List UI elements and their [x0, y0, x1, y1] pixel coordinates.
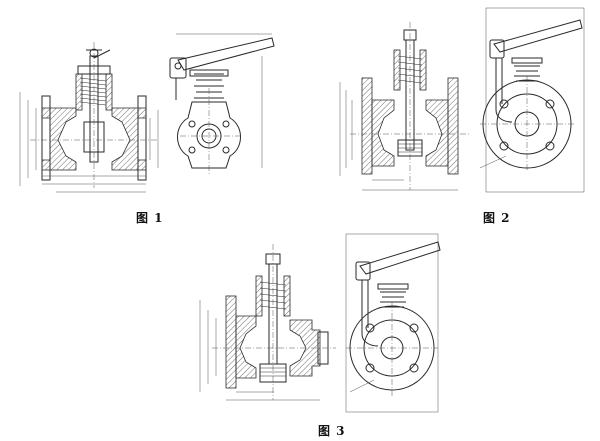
fig2-section-view	[339, 22, 470, 191]
fig2-side-view	[479, 7, 585, 193]
fig1-section-view	[19, 42, 159, 193]
figure-3-caption: 图 3	[318, 424, 346, 438]
figure-2-caption: 图 2	[483, 211, 511, 225]
fig3-section-view	[199, 244, 336, 401]
fig1-side-view	[169, 33, 275, 176]
fig3-side-view	[345, 233, 441, 413]
figure-1-caption: 图 1	[136, 211, 164, 225]
